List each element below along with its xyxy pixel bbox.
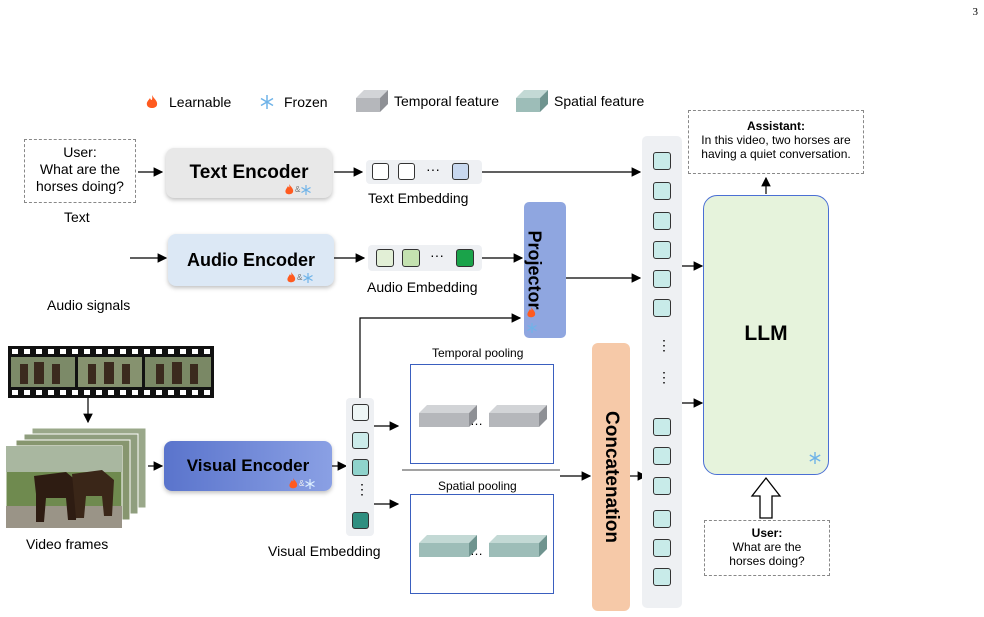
sequence-token	[653, 152, 671, 170]
hollow-arrow-user-to-llm	[750, 476, 782, 519]
text-embedding: ···	[366, 160, 482, 184]
visual-encoder-mode: &	[288, 477, 316, 490]
snowflake-icon	[305, 478, 316, 489]
sequence-token	[653, 568, 671, 586]
page-number: 3	[972, 6, 979, 18]
sequence-token	[653, 182, 671, 200]
flame-icon	[285, 184, 294, 195]
user-query-box: User: What are the horses doing?	[704, 520, 830, 576]
text-encoder-mode: &	[284, 183, 312, 196]
sequence-token	[653, 477, 671, 495]
sequence-token	[653, 418, 671, 436]
audio-embedding-label: Audio Embedding	[367, 279, 478, 295]
flame-icon	[146, 95, 158, 108]
spatial-feature-cubes: …	[419, 535, 547, 558]
visual-embedding-label: Visual Embedding	[268, 543, 381, 559]
audio-token	[376, 249, 394, 267]
audio-embedding-ellipsis: ···	[430, 247, 444, 263]
sequence-token	[653, 539, 671, 557]
svg-text:…: …	[470, 543, 483, 558]
text-token	[398, 163, 415, 180]
audio-token	[456, 249, 474, 267]
arrow-visual-embedding-to-projector	[359, 313, 522, 398]
user-title: User:	[751, 526, 783, 540]
assistant-title: Assistant:	[746, 119, 805, 133]
temporal-pooling-label: Temporal pooling	[432, 346, 524, 360]
temporal-feature-cube-icon	[356, 90, 388, 112]
sequence-ellipsis: ⋮	[657, 337, 671, 353]
legend-spatial-feature: Spatial feature	[514, 88, 644, 114]
snowflake-icon	[260, 95, 274, 109]
llm-label: LLM	[744, 322, 788, 345]
svg-text:…: …	[470, 413, 483, 428]
flame-icon	[289, 478, 298, 489]
snowflake-icon	[527, 323, 537, 333]
filmstrip-graphic	[11, 349, 211, 395]
audio-encoder: Audio Encoder	[168, 234, 334, 286]
sequence-token	[653, 299, 671, 317]
temporal-pooling-box: …	[410, 364, 554, 464]
sequence-token	[653, 212, 671, 230]
llm-block: LLM	[703, 195, 829, 475]
spatial-feature-cube-icon	[516, 90, 548, 112]
visual-embedding: ⋮	[346, 398, 374, 536]
visual-token	[352, 404, 369, 421]
sequence-ellipsis: ⋮	[657, 369, 671, 385]
token-sequence: ⋮ ⋮	[642, 136, 682, 608]
spatial-pooling-box: …	[410, 494, 554, 594]
audio-embedding: ···	[368, 245, 482, 271]
temporal-feature-cubes: …	[419, 405, 547, 428]
sequence-token	[653, 447, 671, 465]
flame-icon	[287, 272, 296, 283]
assistant-response-box: Assistant: In this video, two horses are…	[688, 110, 864, 174]
visual-encoder: Visual Encoder	[164, 441, 332, 491]
legend-learnable: Learnable	[145, 94, 231, 110]
text-encoder: Text Encoder	[166, 148, 332, 198]
text-input-label: Text	[64, 209, 90, 225]
spatial-pooling-label: Spatial pooling	[438, 479, 517, 493]
audio-input-label: Audio signals	[47, 297, 131, 313]
snowflake-icon	[303, 272, 314, 283]
audio-token	[402, 249, 420, 267]
legend-frozen: Frozen	[260, 94, 328, 110]
sequence-token	[653, 270, 671, 288]
flame-icon	[527, 307, 536, 318]
snowflake-icon	[809, 452, 821, 464]
text-token	[372, 163, 389, 180]
concatenation-label: Concatenation	[601, 411, 622, 543]
sequence-token	[653, 510, 671, 528]
sequence-token	[653, 241, 671, 259]
video-input-label: Video frames	[26, 536, 109, 552]
visual-token	[352, 432, 369, 449]
projector: Projector	[524, 202, 566, 338]
visual-embedding-ellipsis: ⋮	[355, 481, 369, 497]
legend-temporal-feature: Temporal feature	[354, 88, 499, 114]
snowflake-icon	[301, 184, 312, 195]
text-embedding-ellipsis: ···	[426, 161, 440, 177]
audio-waveform-icon	[73, 236, 125, 276]
audio-encoder-mode: &	[286, 271, 314, 284]
text-token	[452, 163, 469, 180]
projector-label: Projector	[524, 230, 545, 310]
video-filmstrip	[8, 346, 214, 398]
text-input-box: User: What are the horses doing?	[24, 139, 136, 203]
concatenation-block: Concatenation	[592, 343, 630, 611]
visual-token	[352, 459, 369, 476]
visual-token	[352, 512, 369, 529]
video-frames-stack	[6, 427, 147, 529]
text-embedding-label: Text Embedding	[368, 190, 469, 206]
